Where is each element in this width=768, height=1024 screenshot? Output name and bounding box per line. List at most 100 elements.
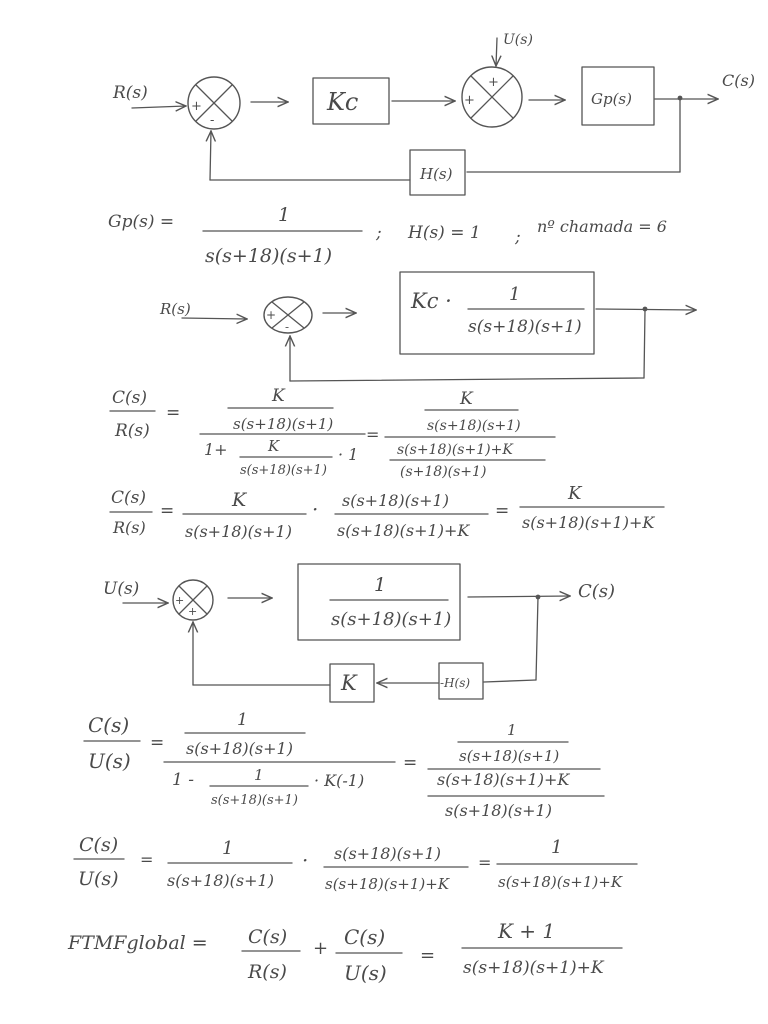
equals-2: = xyxy=(495,501,509,521)
equals: = xyxy=(150,733,164,753)
a-den-prefix: 1+ xyxy=(204,440,228,459)
output-label: C(s) xyxy=(722,71,755,90)
separator-2: ; xyxy=(514,227,521,247)
summing-junction: + + xyxy=(172,579,214,621)
feedback-wire-to-h xyxy=(483,679,537,683)
equals-2: = xyxy=(366,425,379,444)
equals-2: = xyxy=(478,853,491,872)
input-label: U(s) xyxy=(103,579,139,599)
separator-1: ; xyxy=(375,223,382,243)
result-den: s(s+18)(s+1)+K xyxy=(498,873,623,891)
summing-junction-2: + + xyxy=(461,66,523,128)
gp-lhs: Gp(s) = xyxy=(108,212,174,232)
lhs-den: U(s) xyxy=(78,868,119,890)
result-den: s(s+18)(s+1)+K xyxy=(463,958,605,978)
lhs-den: R(s) xyxy=(114,421,150,441)
t2-num: C(s) xyxy=(344,925,385,949)
t1-den: R(s) xyxy=(247,961,287,983)
t1-num: C(s) xyxy=(248,926,287,948)
b-den-num: s(s+18)(s+1)+K xyxy=(437,770,570,789)
plant-block xyxy=(581,66,655,126)
negative-h-block xyxy=(438,662,484,700)
global-label: FTMFglobal = xyxy=(67,932,208,954)
controller-label: Kc xyxy=(326,88,358,116)
lhs-den: U(s) xyxy=(88,749,131,773)
f1-num: K xyxy=(231,489,248,511)
sum2-sign-plus-top: + xyxy=(488,75,499,90)
dot: · xyxy=(302,848,308,872)
block-prefix: Kc · xyxy=(410,289,452,313)
takeoff-point xyxy=(677,95,683,101)
equals-2: = xyxy=(403,753,417,773)
feedback-wire-bottom xyxy=(289,377,645,382)
f2-den: s(s+18)(s+1)+K xyxy=(337,521,470,540)
a-den-frac-den: s(s+18)(s+1) xyxy=(211,793,298,808)
summing-junction-1: + - xyxy=(187,76,241,130)
dot: · xyxy=(312,497,318,521)
equals: = xyxy=(420,945,435,966)
sum-sign-plus-bottom: + xyxy=(188,605,197,618)
combined-block xyxy=(399,271,595,355)
block-den: s(s+18)(s+1) xyxy=(468,317,582,337)
gain-block xyxy=(329,663,375,703)
a-den-prefix: 1 - xyxy=(172,770,194,790)
feedback-label: H(s) xyxy=(419,165,453,183)
a-den-suffix: · 1 xyxy=(338,445,358,464)
b-num-num: 1 xyxy=(507,721,517,739)
b-num-den: s(s+18)(s+1) xyxy=(427,418,521,434)
sum1-sign-minus: - xyxy=(210,113,214,128)
gp-num: 1 xyxy=(278,204,290,226)
a-num-den: s(s+18)(s+1) xyxy=(233,415,333,433)
b-num-den: s(s+18)(s+1) xyxy=(459,747,559,765)
call-number: nº chamada = 6 xyxy=(537,217,667,236)
feedback-arrow-up xyxy=(210,131,211,181)
plant-block xyxy=(297,563,461,641)
f1-den: s(s+18)(s+1) xyxy=(167,871,274,890)
sum-sign-plus: + xyxy=(266,308,276,322)
summing-junction: + - xyxy=(263,296,313,334)
input-label: R(s) xyxy=(159,300,191,318)
lhs-den: R(s) xyxy=(112,518,146,537)
a-den-frac-den: s(s+18)(s+1) xyxy=(240,463,327,478)
a-num-num: K xyxy=(271,386,286,406)
f2-num: s(s+18)(s+1) xyxy=(342,491,449,510)
result-num: 1 xyxy=(551,837,562,858)
plus: + xyxy=(313,938,328,959)
block-den: s(s+18)(s+1) xyxy=(331,609,451,630)
lhs-num: C(s) xyxy=(111,488,146,508)
sum1-sign-plus: + xyxy=(191,99,202,114)
feedback-wire-right xyxy=(643,309,646,379)
sum-sign-minus: - xyxy=(285,320,289,334)
block-diagram-disturbance: U(s) + + 1 s(s+18)(s+1) C(s) -H(s) K xyxy=(103,563,615,703)
f1-den: s(s+18)(s+1) xyxy=(185,522,292,541)
disturbance-label: U(s) xyxy=(503,32,533,48)
arrow-r-to-sum1 xyxy=(131,106,186,108)
equation-c-over-u-step2: C(s) U(s) = 1 s(s+18)(s+1) · s(s+18)(s+1… xyxy=(73,834,638,893)
arrow-r-to-sum xyxy=(181,318,247,319)
f2-num: s(s+18)(s+1) xyxy=(334,844,441,863)
equation-c-over-r-step2: C(s) R(s) = K s(s+18)(s+1) · s(s+18)(s+1… xyxy=(109,483,665,541)
feedback-wire-right xyxy=(535,596,539,681)
h-definition: H(s) = 1 xyxy=(407,223,481,243)
a-num-num: 1 xyxy=(237,710,248,730)
f2-den: s(s+18)(s+1)+K xyxy=(325,875,450,893)
gain-label: K xyxy=(340,671,358,695)
a-den-frac-num: 1 xyxy=(254,766,264,784)
lhs-num: C(s) xyxy=(79,834,118,856)
b-den-num: s(s+18)(s+1)+K xyxy=(397,442,514,458)
output-label: C(s) xyxy=(578,581,615,602)
plant-label: Gp(s) xyxy=(591,90,632,108)
lhs-num: C(s) xyxy=(88,713,129,737)
t2-den: U(s) xyxy=(344,961,387,985)
sum2-sign-plus-left: + xyxy=(464,93,475,108)
arrow-u-to-sum2 xyxy=(496,37,497,66)
controller-block xyxy=(312,77,390,125)
feedback-block xyxy=(409,149,466,196)
equals: = xyxy=(166,403,180,423)
b-den-den: (s+18)(s+1) xyxy=(400,464,486,480)
result-den: s(s+18)(s+1)+K xyxy=(522,513,655,532)
arrow-plant-to-output xyxy=(467,596,570,597)
result-num: K + 1 xyxy=(497,919,555,943)
sum-sign-plus-left: + xyxy=(175,594,184,607)
b-den-den: s(s+18)(s+1) xyxy=(445,801,552,820)
